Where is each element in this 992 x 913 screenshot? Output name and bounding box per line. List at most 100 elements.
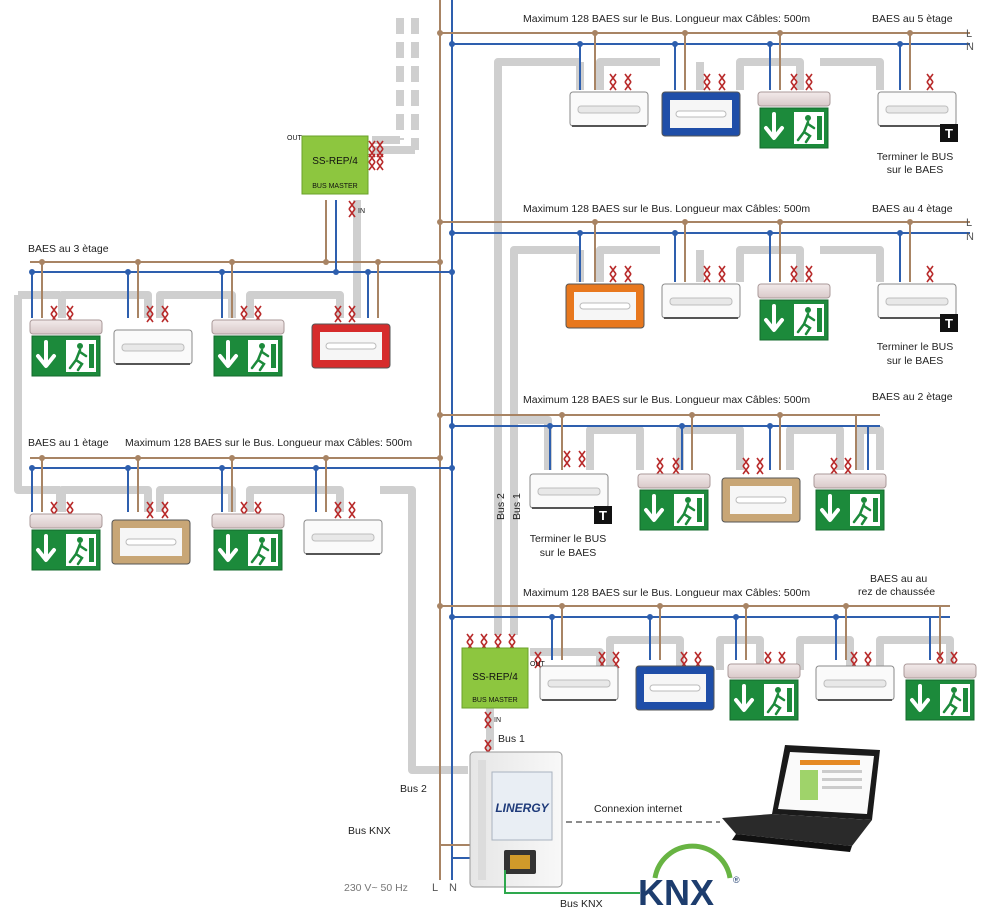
junction-dots (29, 30, 913, 620)
running-man-icon (766, 687, 786, 716)
baes-f2-4-exit (813, 473, 887, 531)
exit-arrow-icon (764, 304, 784, 332)
terminator-badge: T (940, 314, 958, 332)
bus2-vertical-label: Bus 2 (495, 493, 507, 520)
baes-f5-4 (877, 91, 957, 127)
baes-f0-3-exit (727, 663, 801, 721)
exit-arrow-icon (36, 534, 56, 562)
baes-f1-3-exit (211, 513, 285, 571)
exit-arrow-icon (218, 340, 238, 368)
repeater-bottom-out: OUT (530, 661, 546, 668)
baes-f5-1 (569, 91, 649, 127)
f1-title: BAES au 1 ètage (28, 437, 109, 449)
knx-logo-text: KNX (638, 872, 714, 913)
exit-arrow-icon (764, 112, 784, 140)
running-man-icon (796, 115, 816, 144)
baes-f4-4 (877, 283, 957, 319)
f2-max: Maximum 128 BAES sur le Bus. Longueur ma… (523, 394, 810, 406)
f2-title: BAES au 2 ètage (872, 391, 953, 403)
bus-dashes (820, 58, 880, 254)
baes-f0-1 (539, 665, 619, 701)
baes-f3-2 (113, 329, 193, 365)
baes-f2-3-wood (721, 477, 801, 523)
baes-f0-5-exit (903, 663, 977, 721)
terminator-letter: T (599, 508, 607, 523)
bus-knx-bottom-label: Bus KNX (560, 898, 603, 910)
f4-L: L (966, 217, 972, 229)
baes-f3-3-exit (211, 319, 285, 377)
f0-title1: BAES au au (870, 573, 927, 585)
baes-f2-2-exit (637, 473, 711, 531)
exit-arrow-icon (644, 494, 664, 522)
baes-f3-4-red (311, 323, 391, 369)
f5-L: L (966, 28, 972, 40)
power-N: N (449, 882, 457, 894)
exit-arrow-icon (734, 684, 754, 712)
repeater-bottom: SS-REP/4 BUS MASTER OUT IN (461, 647, 546, 724)
f0-title2: rez de chaussée (858, 586, 935, 598)
exit-arrow-icon (910, 684, 930, 712)
repeater-top-out: OUT (287, 135, 303, 142)
running-man-icon (68, 537, 88, 566)
f4-max: Maximum 128 BAES sur le Bus. Longueur ma… (523, 203, 810, 215)
baes-f4-1-orange (565, 283, 645, 329)
running-man-icon (852, 497, 872, 526)
terminator-letter: T (945, 316, 953, 331)
power-label: 230 V~ 50 Hz (344, 882, 408, 894)
controller-brand: LINERGY (495, 801, 549, 815)
baes-f4-3-exit (757, 283, 831, 341)
repeater-bottom-sub: BUS MASTER (472, 697, 518, 704)
f3-title: BAES au 3 ètage (28, 243, 109, 255)
bus2-label: Bus 2 (400, 783, 427, 795)
bus-knx-label: Bus KNX (348, 825, 391, 837)
repeater-bottom-in: IN (494, 717, 501, 724)
f4-N: N (966, 231, 974, 243)
baes-f3-1-exit (29, 319, 103, 377)
baes-fixtures: T T T (29, 91, 977, 721)
f5-N: N (966, 41, 974, 53)
baes-f0-2-blue (635, 665, 715, 711)
repeater-top-sub: BUS MASTER (312, 183, 358, 190)
repeater-top: SS-REP/4 BUS MASTER OUT IN (287, 135, 369, 215)
baes-f4-2 (661, 283, 741, 319)
baes-f5-2-blue (661, 91, 741, 137)
running-man-icon (68, 343, 88, 372)
running-man-icon (796, 307, 816, 336)
f0-max: Maximum 128 BAES sur le Bus. Longueur ma… (523, 587, 810, 599)
knx-cable (504, 870, 640, 894)
exit-arrow-icon (36, 340, 56, 368)
running-man-icon (250, 343, 270, 372)
baes-f1-2-wood (111, 519, 191, 565)
f2-term2: sur le BAES (540, 547, 597, 559)
f4-term2: sur le BAES (887, 355, 944, 367)
repeater-top-in: IN (358, 208, 365, 215)
f4-title: BAES au 4 ètage (872, 203, 953, 215)
running-man-icon (676, 497, 696, 526)
repeater-bottom-name: SS-REP/4 (472, 672, 518, 683)
bus1-label: Bus 1 (498, 733, 525, 745)
baes-f1-1-exit (29, 513, 103, 571)
knx-reg: ® (733, 875, 740, 885)
baes-f0-4 (815, 665, 895, 701)
f5-term2: sur le BAES (887, 164, 944, 176)
bus1-vertical-label: Bus 1 (511, 493, 523, 520)
f5-title: BAES au 5 ètage (872, 13, 953, 25)
linergy-controller: LINERGY (469, 751, 563, 888)
laptop-icon (722, 745, 880, 852)
baes-f2-1 (529, 473, 609, 509)
terminator-letter: T (945, 126, 953, 141)
running-man-icon (250, 537, 270, 566)
knx-logo: KNX ® (638, 843, 740, 913)
f4-term1: Terminer le BUS (877, 341, 953, 353)
f5-term1: Terminer le BUS (877, 151, 953, 163)
terminator-badge: T (940, 124, 958, 142)
exit-arrow-icon (218, 534, 238, 562)
f1-max: Maximum 128 BAES sur le Bus. Longueur ma… (125, 437, 412, 449)
f5-max: Maximum 128 BAES sur le Bus. Longueur ma… (523, 13, 810, 25)
exit-arrow-icon (820, 494, 840, 522)
power-L: L (432, 882, 438, 894)
baes-f1-4 (303, 519, 383, 555)
f2-term1: Terminer le BUS (530, 533, 606, 545)
terminator-badge: T (594, 506, 612, 524)
